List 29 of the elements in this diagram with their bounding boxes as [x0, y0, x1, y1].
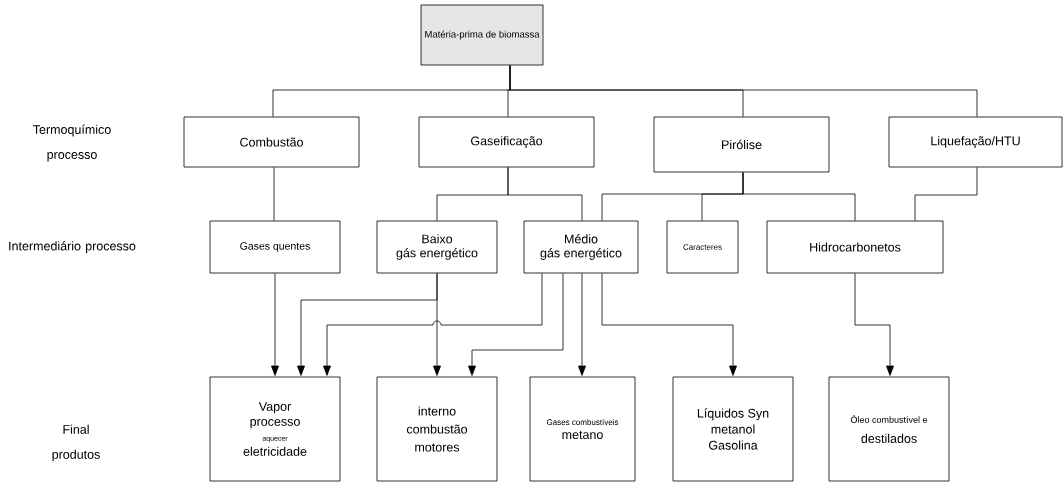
connector-line — [509, 65, 978, 117]
process-box: Gases quentes — [209, 220, 341, 274]
arrow — [271, 273, 279, 376]
arrow — [433, 273, 441, 376]
arrow — [854, 273, 894, 376]
process-box: Combustão — [183, 116, 360, 168]
process-box: Pirólise — [653, 116, 830, 173]
process-box: Liquefação/HTU — [888, 116, 1063, 168]
connector-line — [914, 167, 978, 221]
process-box: Médio gás energético — [523, 220, 639, 274]
arrow — [468, 273, 564, 376]
process-box: Baixo gás energético — [376, 220, 498, 274]
connector-line — [273, 167, 275, 221]
connector-line — [742, 172, 856, 221]
process-box: interno combustão motores — [376, 376, 498, 482]
arrow — [601, 273, 737, 376]
source-box: Matéria-prima de biomassa — [420, 4, 544, 66]
connector-line — [507, 167, 583, 221]
stage-label: Final produtos — [52, 424, 100, 462]
process-box: Caracteres — [666, 220, 739, 274]
process-box: Gases combustíveis metano — [529, 376, 636, 482]
process-box: Gaseificação — [418, 116, 595, 168]
arrow — [323, 273, 543, 376]
stage-label: Termoquímico processo — [33, 124, 111, 162]
arrow — [578, 273, 586, 376]
process-box: Óleo combustível e destilados — [828, 376, 950, 482]
stage-label: Intermediário processo — [9, 241, 136, 253]
process-box: Líquidos Syn metanol Gasolina — [672, 376, 794, 482]
process-box: Hidrocarbonetos — [766, 220, 944, 274]
